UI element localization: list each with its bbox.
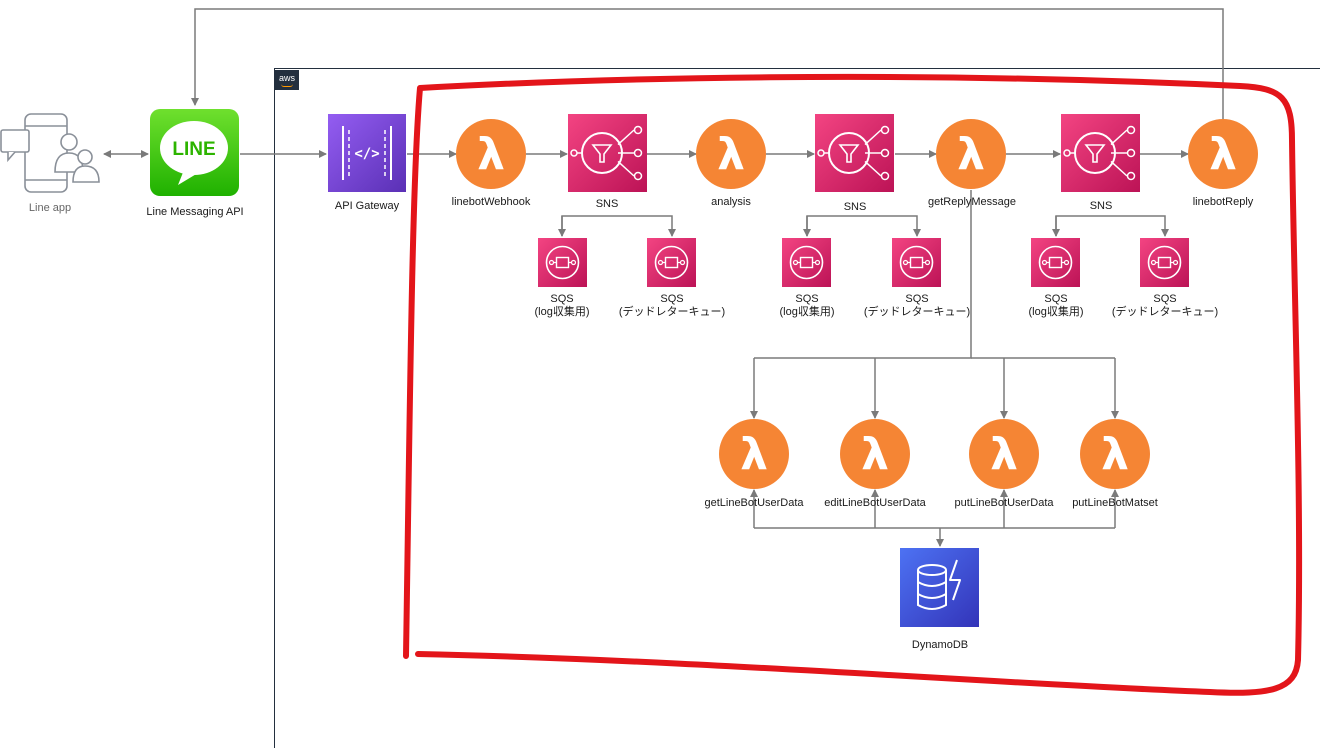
sqs-log-1-icon — [538, 238, 587, 287]
label-sqs-dlq-1: SQS(デッドレターキュー) — [618, 293, 726, 318]
lambda-put-user-data-icon: λ — [969, 419, 1039, 489]
label-sns-1: SNS — [595, 198, 619, 210]
sqs-log-2-icon — [782, 238, 831, 287]
sns-2-icon — [815, 114, 894, 192]
svg-text:λ: λ — [717, 129, 745, 180]
label-get-reply-message: getReplyMessage — [927, 196, 1017, 208]
label-line-messaging-api: Line Messaging API — [146, 206, 244, 218]
label-sns-2: SNS — [843, 201, 867, 213]
svg-text:LINE: LINE — [172, 139, 215, 160]
arrow-sns2-sqs-log — [806, 215, 921, 237]
label-edit-user-data: editLineBotUserData — [824, 497, 926, 509]
lambda-linebot-reply-icon: λ — [1188, 119, 1258, 189]
label-linebot-webhook: linebotWebhook — [451, 196, 531, 208]
svg-text:λ: λ — [990, 429, 1018, 480]
arrow-sns1-sqs-log — [561, 215, 676, 237]
aws-badge: aws — [275, 70, 299, 90]
dynamodb-icon — [900, 548, 979, 627]
lambda-edit-user-data-icon: λ — [840, 419, 910, 489]
svg-text:λ: λ — [1209, 129, 1237, 180]
label-sqs-log-3: SQS(log収集用) — [1028, 293, 1084, 318]
sqs-dlq-1-icon — [647, 238, 696, 287]
lambda-analysis-icon: λ — [696, 119, 766, 189]
svg-text:λ: λ — [740, 429, 768, 480]
lambda-put-matset-icon: λ — [1080, 419, 1150, 489]
sqs-group — [538, 238, 1189, 287]
lambda-linebot-webhook-icon: λ — [456, 119, 526, 189]
connectors — [103, 8, 1224, 547]
sns-3-icon — [1061, 114, 1140, 192]
label-api-gateway: API Gateway — [334, 200, 400, 212]
label-get-user-data: getLineBotUserData — [704, 497, 804, 509]
sqs-dlq-3-icon — [1140, 238, 1189, 287]
label-linebot-reply: linebotReply — [1192, 196, 1254, 208]
label-analysis: analysis — [711, 196, 751, 208]
lambda-group: λ λ λ λ λ λ λ λ — [456, 119, 1258, 489]
sns-1-icon — [568, 114, 647, 192]
svg-text:λ: λ — [477, 129, 505, 180]
label-sns-3: SNS — [1089, 200, 1113, 212]
svg-text:λ: λ — [1101, 429, 1129, 480]
label-sqs-log-1: SQS(log収集用) — [534, 293, 590, 318]
label-sqs-log-2: SQS(log収集用) — [779, 293, 835, 318]
label-line-app: Line app — [28, 202, 72, 214]
arrow-reply-to-line-api — [191, 8, 1224, 122]
svg-text:</>: </> — [354, 146, 379, 162]
label-sqs-dlq-3: SQS(デッドレターキュー) — [1111, 293, 1219, 318]
line-logo-icon: LINE — [150, 109, 239, 196]
label-sqs-dlq-2: SQS(デッドレターキュー) — [863, 293, 971, 318]
arrow-sns3-sqs-log — [1055, 215, 1169, 237]
lambda-get-reply-message-icon: λ — [936, 119, 1006, 189]
api-gateway-icon: </> — [328, 114, 406, 192]
sqs-dlq-2-icon — [892, 238, 941, 287]
lambda-get-user-data-icon: λ — [719, 419, 789, 489]
label-put-user-data: putLineBotUserData — [954, 497, 1054, 509]
svg-text:λ: λ — [861, 429, 889, 480]
aws-cloud-frame — [274, 68, 1320, 748]
label-dynamodb: DynamoDB — [911, 639, 969, 651]
svg-text:λ: λ — [957, 129, 985, 180]
sns-group — [568, 114, 1140, 192]
line-app-icon — [0, 113, 100, 193]
sqs-log-3-icon — [1031, 238, 1080, 287]
label-put-matset: putLineBotMatset — [1072, 497, 1158, 509]
highlight-outline — [403, 73, 1303, 696]
